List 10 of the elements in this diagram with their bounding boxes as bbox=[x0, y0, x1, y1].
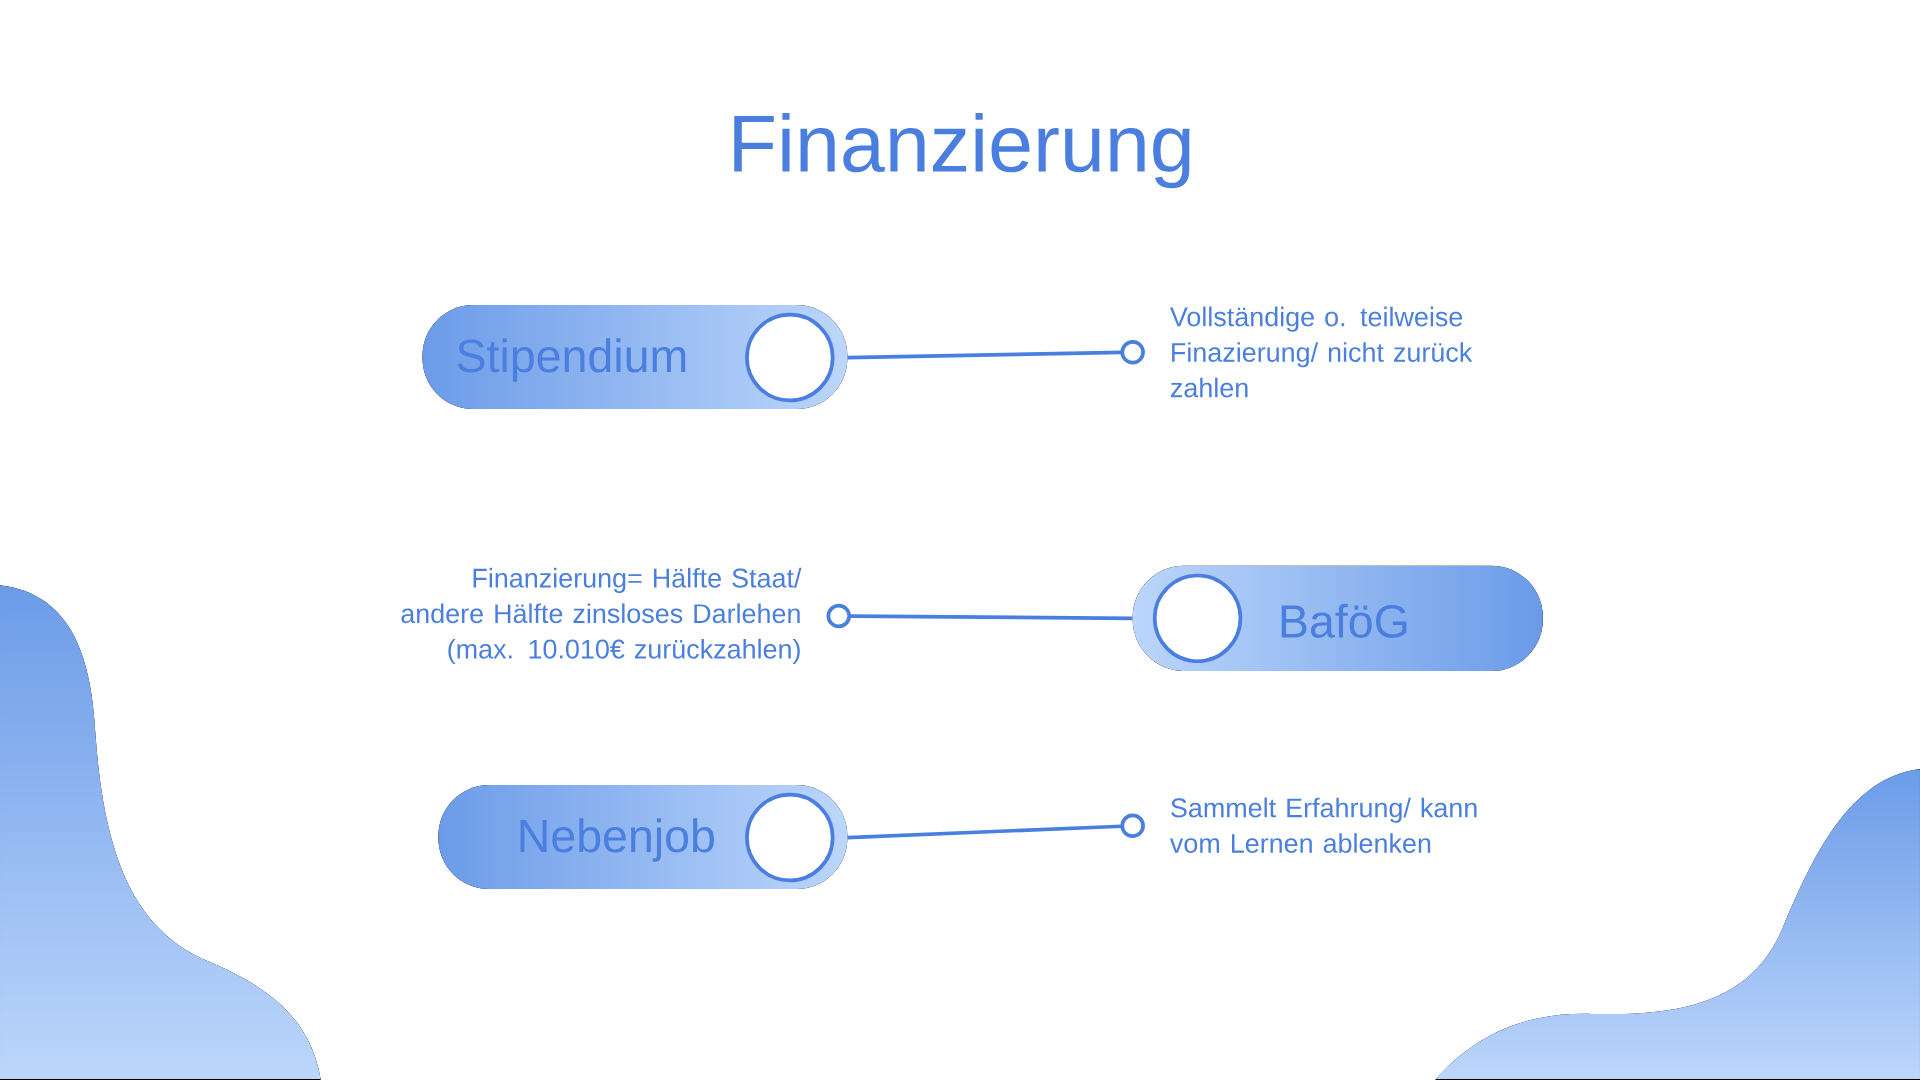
description-text: Finanzierung= Hälfte Staat/ andere Hälfte zinsloses Darlehen (max. 10.010€ zurückzahlen) bbox=[401, 567, 802, 664]
connector-line bbox=[847, 813, 1145, 840]
pill-box: BaföG bbox=[1132, 565, 1543, 671]
description-text: Vollständige o. teilweise Finazierung/ nicht zurück zahlen bbox=[1170, 306, 1473, 398]
connector-line bbox=[826, 603, 1133, 629]
description-text: Sammelt Erfahrung/ kann vom Lernen ablenken bbox=[1169, 797, 1477, 853]
title: Finanzierung bbox=[734, 112, 1190, 189]
connector-line bbox=[847, 340, 1145, 365]
pill-box: Stipendium bbox=[422, 304, 848, 409]
pill-box: Nebenjob bbox=[438, 784, 848, 889]
